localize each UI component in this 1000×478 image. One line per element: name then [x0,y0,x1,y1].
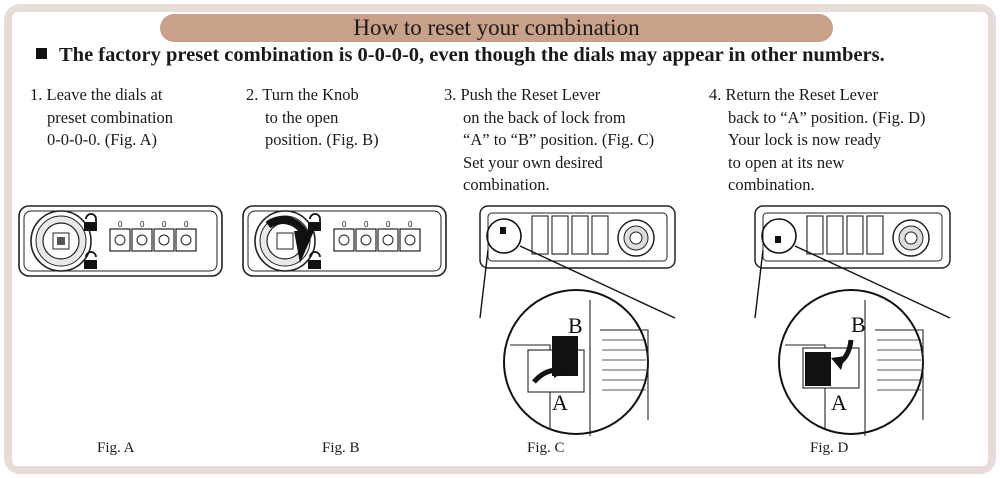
step-text-line: to open at its new [728,152,845,172]
step-text-line: position. (Fig. B) [265,130,379,149]
figure-label-b: Fig. B [322,440,360,456]
magnified-lever-view: B A [778,289,924,436]
figure-label-a: Fig. A [97,440,135,456]
step-text-line: “A” to “B” position. (Fig. C) [463,130,655,149]
dial-digit: 0 [118,220,123,229]
dial-digit: 0 [162,220,167,229]
figure-a-lock-front: 0 0 0 0 [18,205,223,277]
step-text-line: combination. [463,175,550,194]
lever-label-a: A [552,390,568,415]
step-text-line: 1. Leave the dials at [30,85,163,104]
step-text-line: back to “A” position. (Fig. D) [728,107,926,127]
figure-b-turn-knob: 0 0 0 0 [242,205,447,277]
figure-label-c: Fig. C [527,440,565,456]
dial-digit: 0 [184,220,189,229]
preset-note-text: The factory preset combination is 0-0-0-… [59,44,885,66]
step-text-line: on the back of lock from [463,107,626,127]
lever-label-a: A [831,390,847,415]
step-text-line: Your lock is now ready [728,130,882,149]
step-text-line: 3. Push the Reset Lever [444,85,601,104]
figure-d-return-lever: B A [754,205,951,436]
step-text-line: 4. Return the Reset Lever [709,85,879,104]
closed-padlock-icon [84,213,97,231]
rotate-arrow-icon [265,216,314,263]
step-text-line: combination. [728,175,815,194]
step-3: 3. Push the Reset Lever on the back of l… [444,84,654,197]
open-padlock-icon [308,251,321,269]
dial-digit: 0 [140,220,145,229]
dial-digit: 0 [408,220,413,229]
dial-digit: 0 [342,220,347,229]
step-text-line: Set your own desired [463,152,603,172]
step-text-line: 0-0-0-0. (Fig. A) [47,130,157,149]
magnified-lever-view: B A [503,289,649,436]
step-2: 2. Turn the Knob to the open position. (… [246,84,379,152]
dial-digit: 0 [386,220,391,229]
figure-label-d: Fig. D [810,440,849,456]
step-4: 4. Return the Reset Lever back to “A” po… [709,84,926,197]
figure-c-push-lever: B A [479,205,676,436]
step-text-line: to the open [265,107,339,127]
step-1: 1. Leave the dials at preset combination… [30,84,173,152]
page-title: How to reset your combination [160,14,833,42]
step-text-line: preset combination [47,107,174,127]
lever-label-b: B [851,312,866,337]
closed-padlock-icon [308,213,321,231]
step-text-line: 2. Turn the Knob [246,85,359,104]
lever-label-b: B [568,313,583,338]
dial-digit: 0 [364,220,369,229]
preset-note: The factory preset combination is 0-0-0-… [36,44,976,67]
open-padlock-icon [84,251,97,269]
square-bullet-icon [36,48,47,59]
